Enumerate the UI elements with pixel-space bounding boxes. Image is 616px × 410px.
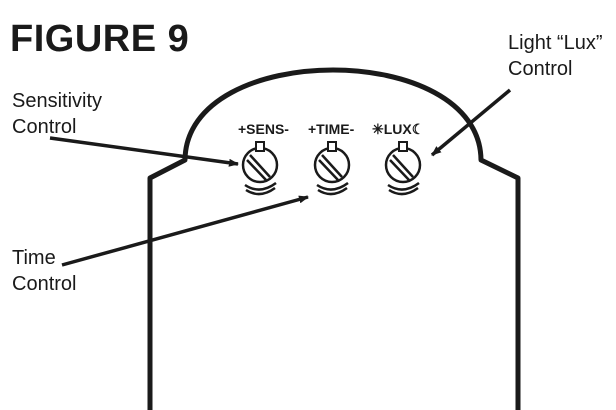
housing-outline (147, 67, 521, 410)
time-callout-line2: Control (12, 273, 77, 295)
lux-callout-line1: Light “Lux” (508, 32, 603, 54)
time-callout: Time Control (12, 245, 76, 297)
time-callout-line1: Time (12, 247, 56, 269)
time-knob-icon[interactable] (313, 141, 351, 196)
sensitivity-arrow (49, 136, 239, 167)
lux-knob-icon[interactable] (384, 141, 422, 196)
sensitivity-callout: Sensitivity Control (12, 88, 102, 140)
sensitivity-callout-line1: Sensitivity (12, 90, 103, 112)
time-arrow (61, 195, 309, 267)
lux-arrow (430, 88, 512, 157)
sensitivity-callout-line2: Control (12, 116, 77, 138)
time-knob-label: +TIME- (308, 121, 355, 137)
sens-knob-icon[interactable] (241, 141, 279, 196)
lux-callout: Light “Lux” Control (508, 30, 603, 82)
lux-callout-line2: Control (508, 58, 573, 80)
figure-title: FIGURE 9 (10, 18, 190, 60)
lux-knob-label: ✳LUX☾ (372, 121, 424, 137)
sens-knob-label: +SENS- (238, 121, 289, 137)
